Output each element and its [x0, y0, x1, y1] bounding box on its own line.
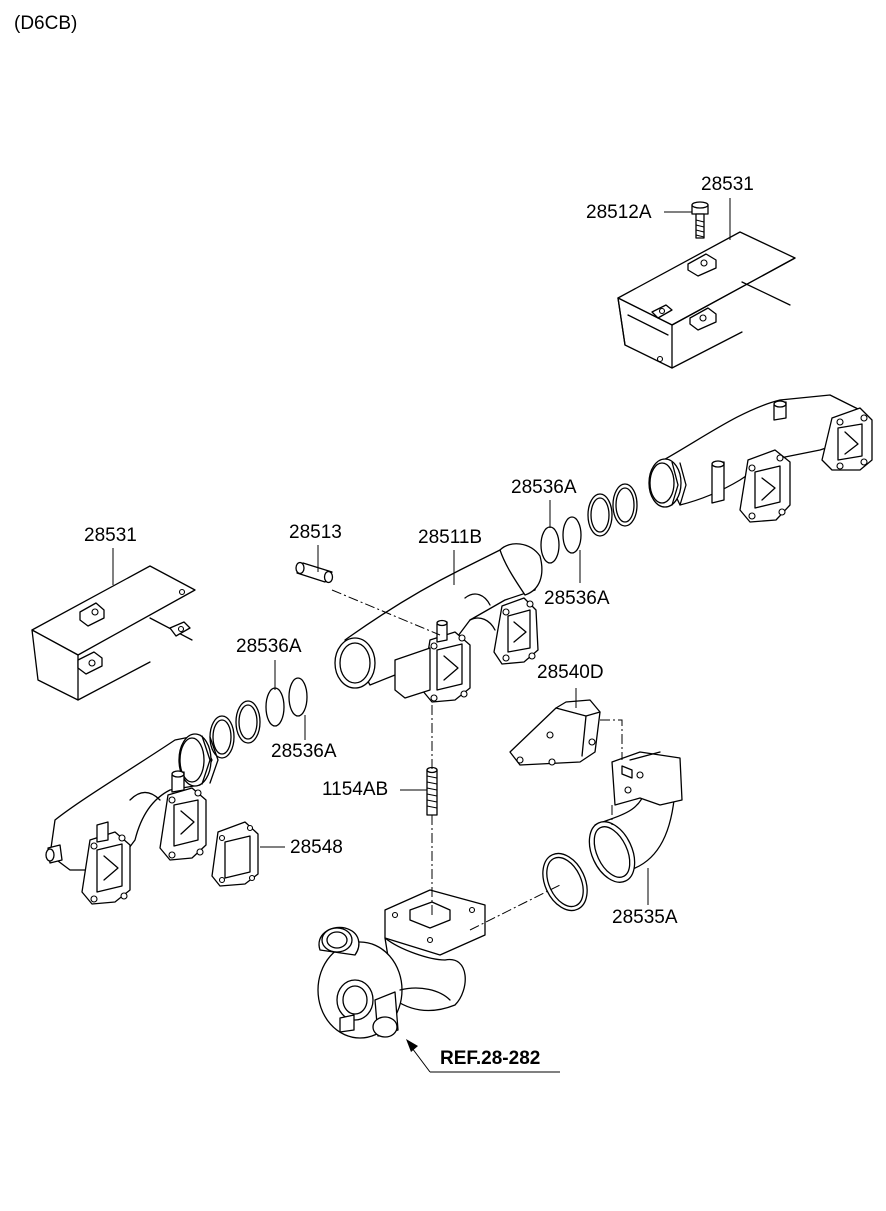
manifold-left[interactable]	[45, 733, 219, 905]
callout-seal-ring-upper-1[interactable]: 28536A	[511, 477, 577, 498]
seal-ring-lower-1[interactable]	[288, 677, 308, 717]
seal-ring-upper-outer-1[interactable]	[612, 483, 638, 527]
pin[interactable]	[295, 561, 334, 584]
callout-seal-ring-lower-2[interactable]: 28536A	[271, 741, 337, 762]
seal-ring-upper-outer-2[interactable]	[587, 493, 613, 537]
manifold-center[interactable]	[334, 543, 543, 703]
turbocharger[interactable]	[317, 889, 486, 1039]
reference-arrow	[406, 1039, 560, 1073]
alignment-lines	[331, 589, 623, 931]
callout-bracket[interactable]: 28540D	[537, 662, 604, 683]
engine-code: (D6CB)	[14, 13, 78, 34]
callout-pin[interactable]: 28513	[289, 522, 342, 543]
stud[interactable]	[426, 766, 438, 816]
callout-seal-ring-lower-1[interactable]: 28536A	[236, 636, 302, 657]
callout-seal-ring-upper-2[interactable]: 28536A	[544, 588, 610, 609]
callout-reference[interactable]: REF.28-282	[440, 1048, 541, 1069]
callout-heat-shield-left[interactable]: 28531	[84, 525, 137, 546]
callout-gasket[interactable]: 28548	[290, 837, 343, 858]
manifold-right[interactable]	[648, 394, 873, 523]
bracket[interactable]	[509, 699, 601, 766]
pipe-ring[interactable]	[534, 846, 596, 917]
callout-bolt[interactable]: 28512A	[586, 202, 652, 223]
seal-ring-upper-2[interactable]	[540, 526, 560, 564]
leader-lines	[112, 198, 731, 905]
bolt[interactable]	[691, 201, 709, 239]
exhaust-pipe[interactable]	[580, 751, 683, 889]
heat-shield-left[interactable]	[31, 565, 196, 701]
heat-shield-right[interactable]	[617, 231, 796, 369]
callout-exhaust-pipe[interactable]: 28535A	[612, 907, 678, 928]
seal-ring-upper-1[interactable]	[562, 516, 582, 554]
gasket[interactable]	[211, 821, 259, 887]
callout-heat-shield-right[interactable]: 28531	[701, 174, 754, 195]
callout-stud[interactable]: 1154AB	[322, 779, 389, 800]
seal-ring-lower-2[interactable]	[265, 687, 285, 727]
seal-ring-lower-outer-1[interactable]	[235, 700, 261, 744]
callout-manifold-center[interactable]: 28511B	[418, 527, 483, 548]
